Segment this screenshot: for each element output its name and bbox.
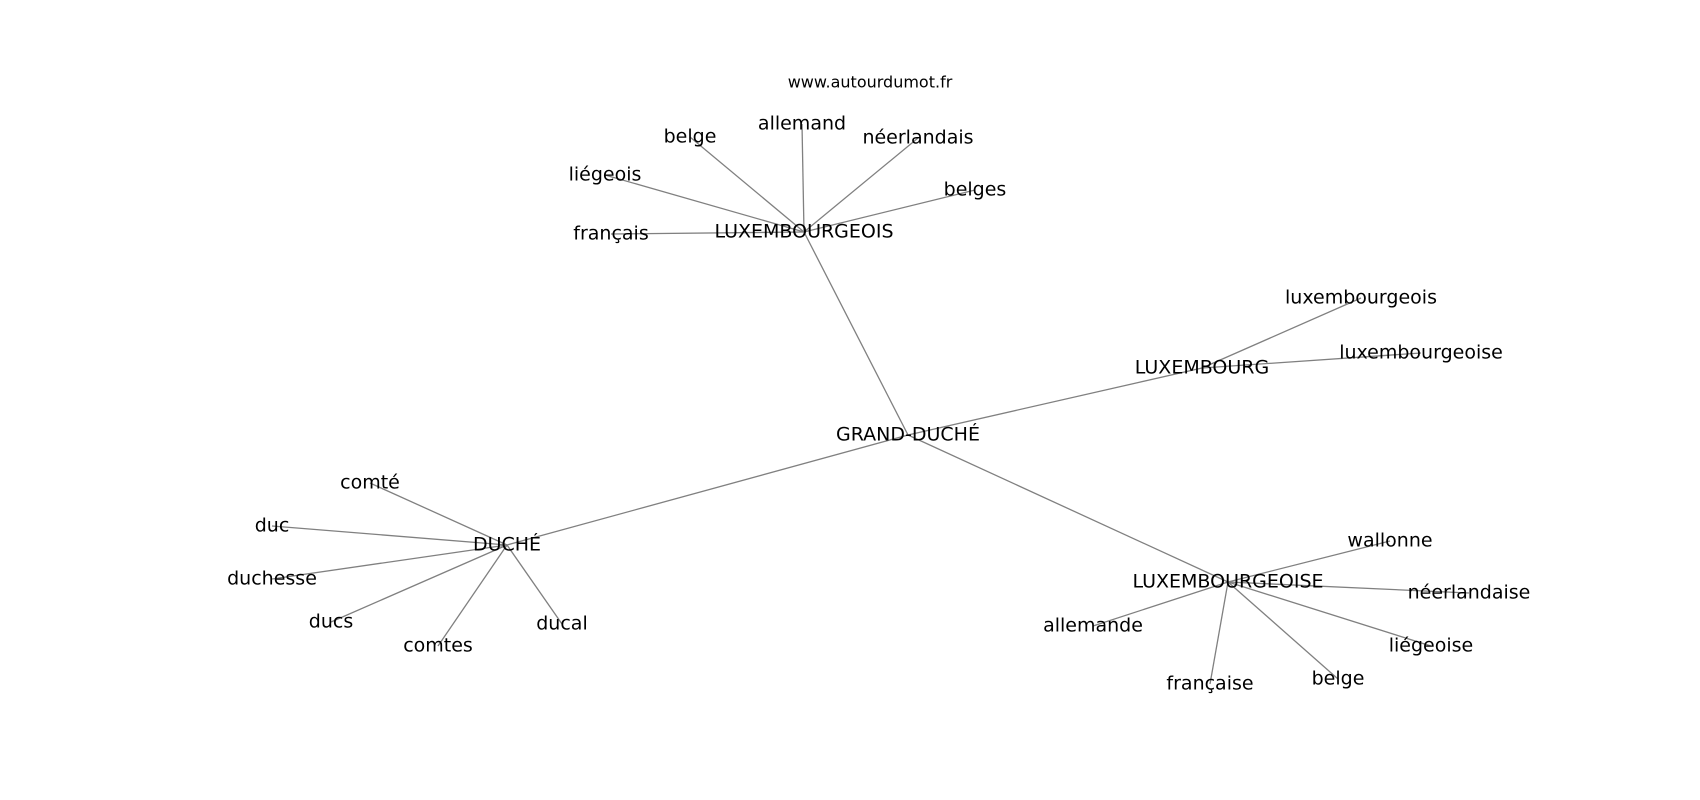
edge-luxembourgeoise-hub-francaise [1209,581,1229,685]
node-luxembourgeoise-small[interactable]: luxembourgeoise [1339,342,1503,364]
edge-luxembourgeoise-hub-neerlandaise [1227,581,1470,594]
edge-luxembourgeois-hub-allemand-1 [801,123,805,233]
edge-duche-hub-duc [271,525,508,546]
edge-duche-hub-comtes [437,544,508,647]
edge-luxembourgeois-hub-francais [610,231,805,235]
edge-grand-duche-luxembourgeois-hub [803,231,909,436]
node-francais[interactable]: français [573,223,648,245]
node-luxembourgeoise-hub[interactable]: LUXEMBOURGEOISE [1132,571,1323,593]
edge-luxembourg-hub-luxembourgeois-small [1201,297,1362,369]
node-ducs[interactable]: ducs [309,611,353,633]
edge-duche-hub-duchesse [271,544,508,580]
node-belges[interactable]: belges [944,179,1007,201]
node-francaise[interactable]: française [1166,673,1253,695]
edge-grand-duche-luxembourg-hub [907,367,1203,436]
node-allemand-1[interactable]: allemand [758,113,846,135]
node-allemande[interactable]: allemande [1043,615,1143,637]
node-neerlandais[interactable]: néerlandais [862,127,973,149]
edge-luxembourgeoise-hub-belge-2 [1227,581,1339,680]
edge-grand-duche-luxembourgeoise-hub [907,434,1229,583]
labels-layer: GRAND-DUCHÉ LUXEMBOURGEOIS LUXEMBOURG DUCHÉ… [227,113,1530,695]
node-comtes[interactable]: comtes [403,635,473,657]
edge-luxembourgeoise-hub-allemande [1092,581,1229,627]
node-wallonne[interactable]: wallonne [1347,530,1432,552]
node-belge-1[interactable]: belge [664,126,717,148]
node-belge-2[interactable]: belge [1312,668,1365,690]
node-luxembourg-hub[interactable]: LUXEMBOURG [1135,357,1269,379]
node-liegeoise[interactable]: liégeoise [1389,635,1474,657]
node-comte[interactable]: comté [340,472,400,494]
node-grand-duche[interactable]: GRAND-DUCHÉ [836,423,980,446]
node-luxembourgeois-small[interactable]: luxembourgeois [1285,287,1437,309]
node-duc[interactable]: duc [255,515,290,537]
node-ducal[interactable]: ducal [536,613,587,635]
node-duchesse[interactable]: duchesse [227,568,317,590]
node-luxembourgeois-hub[interactable]: LUXEMBOURGEOIS [714,221,893,243]
edge-duche-hub-ducs [330,544,508,623]
node-liegeois[interactable]: liégeois [569,164,642,186]
edge-luxembourg-hub-luxembourgeoise-small [1201,352,1422,369]
edge-grand-duche-duche-hub [506,434,909,546]
edge-duche-hub-comte [369,482,508,546]
edge-luxembourgeoise-hub-wallonne [1227,540,1391,583]
edge-luxembourgeois-hub-belge-1 [689,136,805,233]
node-duche-hub[interactable]: DUCHÉ [473,533,541,556]
edges-layer [271,123,1470,685]
node-neerlandaise[interactable]: néerlandaise [1408,582,1531,604]
edge-luxembourgeois-hub-neerlandais [803,137,919,233]
site-url-label[interactable]: www.autourdumot.fr [788,73,953,92]
edge-duche-hub-ducal [506,544,563,625]
edge-luxembourgeois-hub-belges [803,189,976,233]
edge-luxembourgeois-hub-liegeois [604,174,805,233]
edge-luxembourgeoise-hub-liegeoise [1227,581,1432,647]
